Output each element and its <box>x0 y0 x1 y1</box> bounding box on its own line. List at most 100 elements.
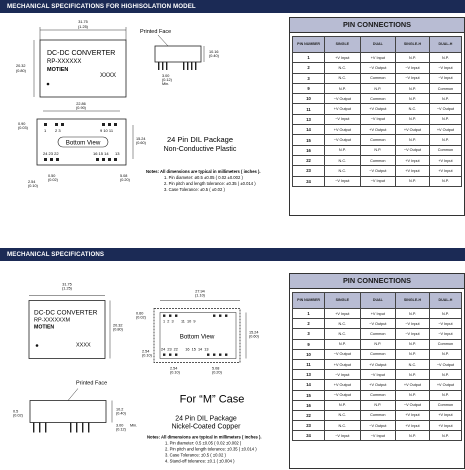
pin-function-cell: +V Output <box>359 379 397 391</box>
bottom-view-label-box <box>57 136 109 148</box>
pin-function-cell: +V Output <box>428 379 463 391</box>
pin-labels-bottom-left: 24 23 22 <box>43 151 59 156</box>
pin-function-cell: N.P. <box>395 51 430 64</box>
pin-function-cell: N.P. <box>395 175 430 187</box>
section-header: MECHANICAL SPECIFICATIONS FOR HIGHISOLAT… <box>0 0 465 13</box>
pin-function-cell: −V Input <box>324 430 361 442</box>
pin-function-cell: −V Input <box>428 72 463 84</box>
top-width-dimension <box>39 27 127 40</box>
pin-number-cell: 14 <box>291 379 326 391</box>
pin-number-cell: 15 <box>291 134 326 146</box>
pin-number-cell: 14 <box>291 124 326 136</box>
pin-function-cell: N.P. <box>428 369 463 381</box>
bottom-view-pin-row-bottom <box>44 158 117 161</box>
pin-function-cell: +V Output <box>428 124 463 136</box>
pin-function-cell: −V Output <box>324 348 361 360</box>
pin-function-cell: N.C. <box>324 420 361 432</box>
column-header: DUAL <box>359 292 397 309</box>
pin-length-inch: (0.12) <box>116 428 127 432</box>
pin-function-cell: −V Output <box>359 62 397 74</box>
pin-labels-bottom-mid: 16 15 14 <box>93 151 109 156</box>
side-height-inch: (0.40) <box>209 54 220 58</box>
section-m-case: MECHANICAL SPECIFICATIONS 31.75 (1.25) 2… <box>0 248 465 469</box>
pin-function-cell: +V Input <box>395 154 430 167</box>
pin-function-cell: −V Output <box>324 389 361 401</box>
module-label-line2: RP-XXXXXX <box>47 59 81 65</box>
pin-length-value: 3.00 <box>162 74 169 78</box>
pin-function-cell: −V Output <box>359 420 397 432</box>
side-right-dim-inch: (0.40) <box>116 412 127 416</box>
pin-number-cell: 9 <box>291 338 326 350</box>
bottom-dim2-value: 2.54 <box>28 180 35 184</box>
module-code: XXXX <box>76 343 91 349</box>
note-2: 2. Pin pitch and length tolerance: ±0.35… <box>165 447 257 452</box>
pin-labels-top: 1 2 3 11 10 9 <box>163 320 195 324</box>
pin-function-cell: +V Output <box>324 379 361 391</box>
left-height-inch: (0.80) <box>16 69 27 73</box>
pin-function-cell: −V Output <box>359 318 397 330</box>
note-4: 4. Stand-off tolerance: ±0.1 ( ±0.004 ) <box>165 459 235 464</box>
pin-function-cell: +V Input <box>359 307 397 320</box>
pin-function-cell: +V Input <box>395 165 430 177</box>
pin-labels-bottom-right: 13 <box>115 151 120 156</box>
side-left-dim-value: 0.5 <box>13 410 18 414</box>
pin-function-cell: N.P. <box>324 338 361 350</box>
pin-function-cell: N.C. <box>324 409 361 422</box>
pin-function-cell: N.P. <box>359 399 397 411</box>
mid-left-dim-inch: (0.02) <box>136 316 147 320</box>
pin-function-cell: −V Input <box>324 369 361 381</box>
pin-function-cell: N.C. <box>324 165 361 177</box>
mid-top-dim-value: 27.94 <box>195 290 205 294</box>
pin-function-cell: +V Input <box>428 165 463 177</box>
pin-function-cell: +V Output <box>359 103 397 115</box>
pin-length-value: 3.00 <box>116 424 123 428</box>
mid-bottom-right-value: 5.08 <box>212 367 219 371</box>
pin-function-cell: Common <box>359 93 397 105</box>
pin-function-cell: +V Input <box>395 409 430 422</box>
pin-function-cell: N.P. <box>324 82 361 95</box>
left-height-value: 20.32 <box>16 64 26 68</box>
pin-function-cell: +V Input <box>359 51 397 64</box>
pin-function-cell: N.P. <box>395 307 430 320</box>
pin-number-cell: 1 <box>291 51 326 64</box>
column-header: SINGLE-H <box>395 36 430 53</box>
pin-function-cell: −V Input <box>395 62 430 74</box>
module-brand: MOTIEN <box>34 325 54 331</box>
mechanical-drawing: 31.75 (1.25) 20.32 (0.80) DC-DC CONVERTE… <box>13 283 262 464</box>
pin-function-cell: −V Input <box>359 113 397 126</box>
bottom-dim2-inch: (0.10) <box>28 184 39 188</box>
bottom-view-pin-row-top <box>44 123 117 126</box>
pin-number-cell: 10 <box>291 348 326 360</box>
pin-function-cell: −V Input <box>324 113 361 126</box>
table-row: 14+V Output+V Output+V Output+V Output <box>291 124 463 136</box>
mid-left-small-value: 2.54 <box>142 350 149 354</box>
pin-labels-top-right: 9 10 11 <box>100 128 114 133</box>
pin-function-cell: −V Input <box>395 328 430 340</box>
pin-function-cell: N.P. <box>395 430 430 442</box>
note-1: 1. Pin diameter: 0.5 ±0.05 ( 0.02 ±0.002… <box>165 441 242 446</box>
pin-function-cell: −V Output <box>395 144 430 156</box>
bottom-left-dim-inch: (0.03) <box>18 126 29 130</box>
pin-labels-bottom: 24 23 22 16 15 14 13 <box>161 348 209 352</box>
side-view-pins <box>33 422 90 433</box>
pin-function-cell: N.P. <box>428 113 463 126</box>
pin-labels-top-mid: 2 3 <box>55 128 61 133</box>
note-3: 3. Case Tolerance: ±0.5 ( ±0.02 ) <box>164 187 225 192</box>
top-width-value: 31.75 <box>78 20 88 24</box>
left-height-value: 20.32 <box>113 324 123 328</box>
pin-number-cell: 22 <box>291 154 326 167</box>
pin-function-cell: +V Input <box>324 51 361 64</box>
pin-function-cell: Common <box>359 409 397 422</box>
section-header: MECHANICAL SPECIFICATIONS <box>0 248 465 261</box>
printed-face-label: Printed Face <box>76 381 107 387</box>
pin-length-min: Min. <box>130 424 137 428</box>
pin-number-cell: 16 <box>291 399 326 411</box>
